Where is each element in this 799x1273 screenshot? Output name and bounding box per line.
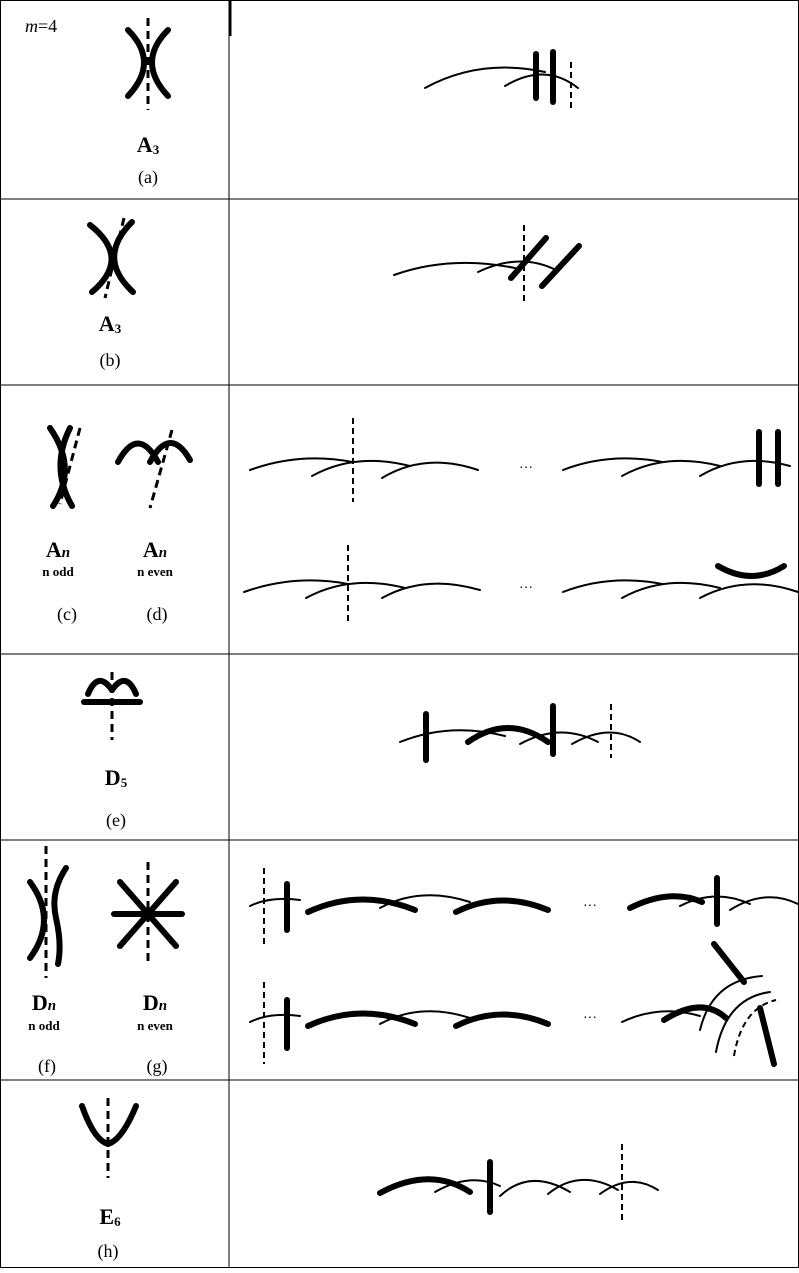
chain-g: ··· [249, 941, 777, 1067]
symbol-dn-odd: Dn [32, 990, 56, 1015]
chain-a [424, 49, 579, 112]
chain-e [399, 703, 641, 763]
ellipsis-g: ··· [583, 1011, 597, 1026]
caption-f: (f) [38, 1056, 56, 1077]
germ-dn-even-icon [111, 862, 185, 964]
germ-e6-icon [79, 1098, 139, 1178]
germ-d5-icon [81, 672, 143, 740]
caption-a: (a) [138, 167, 158, 188]
symbol-an-even: An [143, 537, 167, 562]
symbol-a3: A3 [137, 132, 160, 157]
caption-b: (b) [100, 350, 121, 371]
ellipsis-d: ··· [519, 581, 533, 596]
chain-f: ··· [249, 868, 799, 946]
row-cd: An n odd (c) An n even (d) ··· ··· [42, 418, 799, 625]
label-dn-n-even: n even [137, 1018, 174, 1033]
caption-h: (h) [98, 1241, 119, 1262]
row-a: A3 (a) [125, 18, 579, 188]
row-h: E6 (h) [79, 1098, 659, 1262]
label-dn-n-odd: n odd [28, 1018, 60, 1033]
germ-a3-cross-icon [125, 18, 171, 110]
caption-d: (d) [147, 604, 168, 625]
symbol-d5: D5 [105, 765, 128, 790]
chain-b [393, 225, 582, 302]
row-fg: Dn n odd (f) Dn n even (g) ··· [27, 846, 799, 1077]
symbol-an-odd: An [46, 537, 70, 562]
row-b: A3 (b) [87, 217, 582, 371]
chain-h [377, 1144, 659, 1220]
label-n-even: n even [137, 564, 174, 579]
symbol-e6: E6 [99, 1204, 121, 1229]
caption-g: (g) [147, 1056, 168, 1077]
symbol-dn-even: Dn [143, 990, 167, 1015]
caption-e: (e) [106, 810, 126, 831]
germ-dn-odd-icon [27, 846, 69, 978]
germ-an-odd-icon [47, 425, 82, 509]
chain-d: ··· [243, 545, 799, 622]
chain-c: ··· [249, 418, 791, 502]
row-e: D5 (e) [81, 672, 641, 831]
germ-a3-tilted-icon [87, 217, 136, 299]
m-value-label: m=4 [25, 16, 57, 36]
germ-an-even-icon [115, 429, 193, 509]
ellipsis-c: ··· [519, 461, 533, 476]
symbol-a3-b: A3 [99, 311, 122, 336]
caption-c: (c) [57, 604, 77, 625]
label-n-odd: n odd [42, 564, 74, 579]
ellipsis-f: ··· [583, 899, 597, 914]
